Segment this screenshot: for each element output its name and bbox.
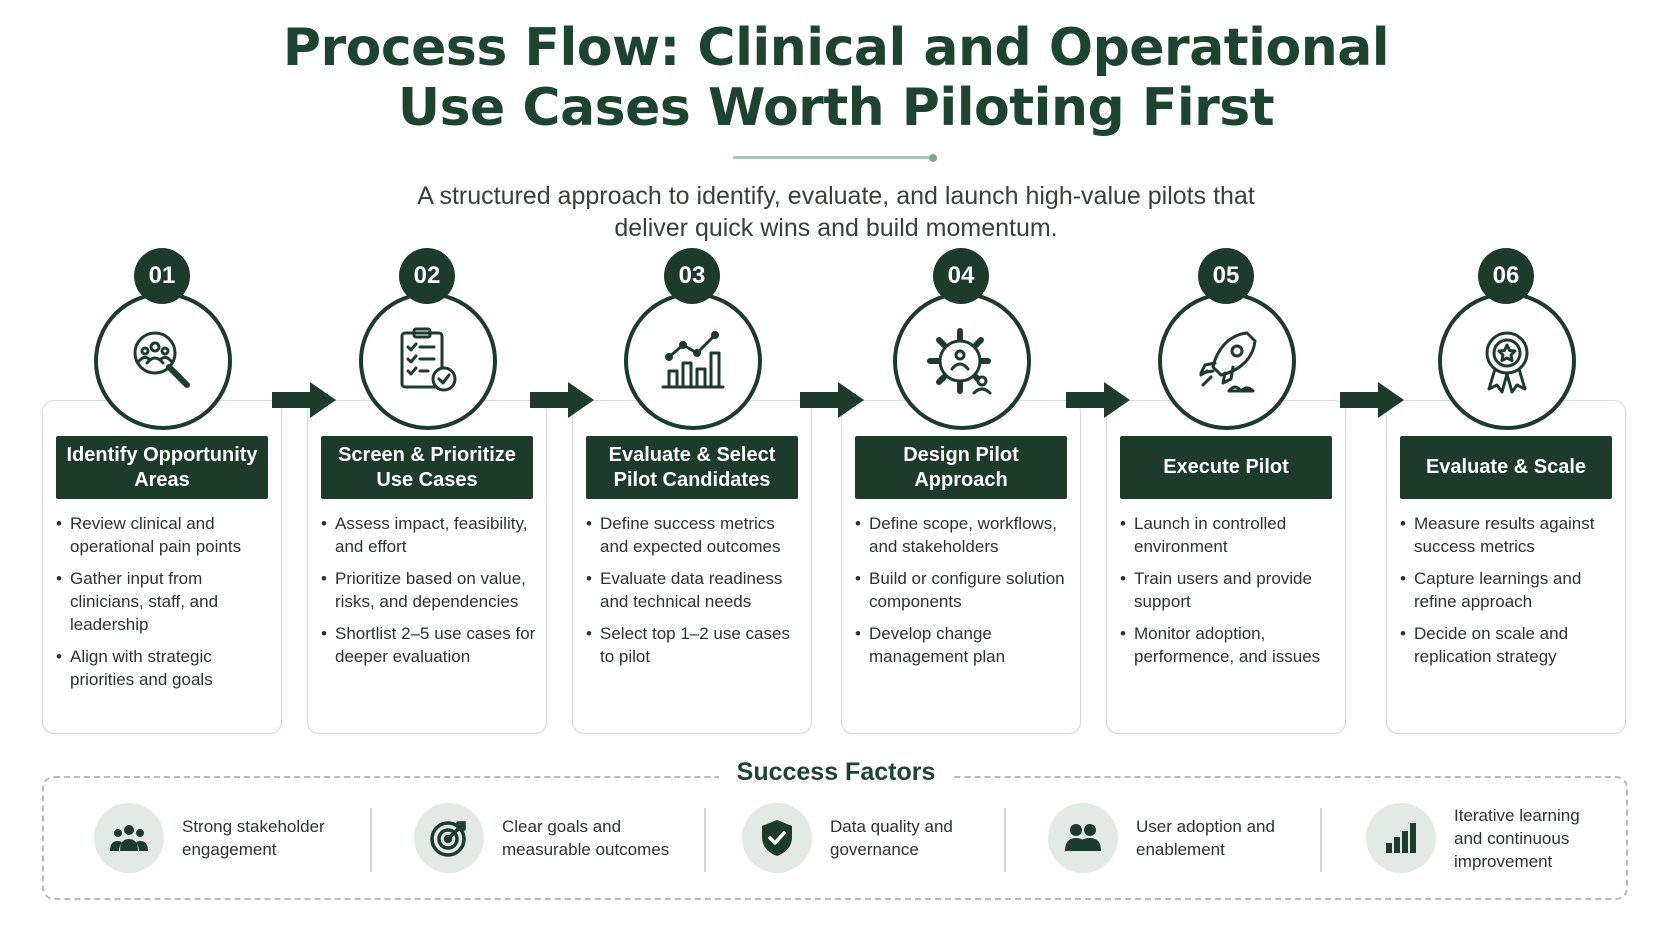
award-icon (1485, 331, 1529, 394)
step-title: Identify Opportunity Areas (56, 436, 268, 499)
step-card-5: 05 Execute Pilot Launch in controlled en… (1106, 248, 1346, 734)
rocket-icon (1199, 331, 1257, 393)
checklist-icon (400, 327, 457, 392)
step-bullet: Train users and provide support (1120, 567, 1338, 613)
step-bullet: Gather input from clinicians, staff, and… (56, 567, 274, 636)
success-factor-item: Iterative learning and continuous improv… (1366, 802, 1604, 874)
flow-arrow-icon (800, 382, 864, 418)
flow-arrow-icon (272, 382, 336, 418)
step-number-badge: 05 (1198, 248, 1254, 304)
flow-arrow-icon (1340, 382, 1404, 418)
step-bullet: Define success metrics and expected outc… (586, 512, 804, 558)
step-bullets: Define scope, workflows, and stakeholder… (855, 512, 1073, 677)
step-card-1: 01 Identify Opportunity Areas Review cli… (42, 248, 282, 734)
step-bullet: Define scope, workflows, and stakeholder… (855, 512, 1073, 558)
step-number-badge: 01 (134, 248, 190, 304)
page-subtitle: A structured approach to identify, evalu… (0, 180, 1672, 244)
step-bullet: Evaluate data readiness and technical ne… (586, 567, 804, 613)
step-title: Design Pilot Approach (855, 436, 1067, 499)
flow-arrow-icon (1066, 382, 1130, 418)
step-bullets: Review clinical and operational pain poi… (56, 512, 274, 700)
step-bullet: Align with strategic priorities and goal… (56, 645, 274, 691)
success-factor-text: Clear goals and measurable outcomes (502, 817, 670, 859)
bar-chart-icon (1386, 823, 1416, 853)
divider (370, 808, 372, 872)
step-number-badge: 04 (933, 248, 989, 304)
divider (1004, 808, 1006, 872)
step-number-badge: 03 (664, 248, 720, 304)
success-factor-icon-circle (94, 803, 164, 873)
step-bullet: Select top 1–2 use cases to pilot (586, 622, 804, 668)
subtitle-line-1: A structured approach to identify, evalu… (417, 182, 1255, 210)
step-title: Screen & Prioritize Use Cases (321, 436, 533, 499)
step-bullet: Launch in controlled environment (1120, 512, 1338, 558)
step-number-badge: 06 (1478, 248, 1534, 304)
title-line-2: Use Cases Worth Piloting First (397, 78, 1275, 138)
target-icon (430, 821, 466, 857)
chart-icon (661, 331, 725, 389)
page-title: Process Flow: Clinical and Operational U… (0, 18, 1672, 138)
step-title: Evaluate & Select Pilot Candidates (586, 436, 798, 499)
success-factor-text: Strong stakeholder engagement (182, 817, 325, 859)
step-icon-circle (1158, 292, 1296, 430)
step-bullets: Measure results against success metrics … (1400, 512, 1618, 677)
step-bullet: Shortlist 2–5 use cases for deeper evalu… (321, 622, 539, 668)
title-divider-dot (929, 153, 937, 162)
step-bullet: Monitor adoption, performence, and issue… (1120, 622, 1338, 668)
people-icon (110, 825, 148, 851)
step-icon-circle (359, 292, 497, 430)
success-factors-title-text: Success Factors (718, 758, 954, 786)
step-icon-circle (624, 292, 762, 430)
success-factor-icon-circle (742, 803, 812, 873)
success-factor-item: User adoption and enablement (1048, 802, 1326, 874)
success-factor-icon-circle (414, 803, 484, 873)
step-bullet: Prioritize based on value, risks, and de… (321, 567, 539, 613)
flow-arrow-icon (530, 382, 594, 418)
step-bullets: Launch in controlled environment Train u… (1120, 512, 1338, 677)
divider (1320, 808, 1322, 872)
title-line-1: Process Flow: Clinical and Operational (282, 18, 1390, 78)
success-factor-item: Data quality and governance (742, 802, 1020, 874)
step-bullets: Define success metrics and expected outc… (586, 512, 804, 677)
subtitle-line-2: deliver quick wins and build momentum. (614, 214, 1058, 242)
step-bullet: Build or configure solution components (855, 567, 1073, 613)
title-divider (733, 153, 937, 162)
step-bullet: Develop change management plan (855, 622, 1073, 668)
success-factor-icon-circle (1048, 803, 1118, 873)
step-bullet: Measure results against success metrics (1400, 512, 1618, 558)
step-title: Evaluate & Scale (1400, 436, 1612, 499)
success-factor-item: Strong stakeholder engagement (94, 802, 372, 874)
success-factor-text: Iterative learning and continuous improv… (1454, 805, 1580, 871)
step-card-3: 03 Evaluate & Select Pilot Candidates De… (572, 248, 812, 734)
step-bullet: Review clinical and operational pain poi… (56, 512, 274, 558)
step-bullet: Capture learnings and refine approach (1400, 567, 1618, 613)
step-number-badge: 02 (399, 248, 455, 304)
step-icon-circle (94, 292, 232, 430)
success-factor-icon-circle (1366, 803, 1436, 873)
success-factor-item: Clear goals and measurable outcomes (414, 802, 692, 874)
step-title: Execute Pilot (1120, 436, 1332, 499)
success-factor-text: User adoption and enablement (1136, 817, 1275, 859)
step-card-6: 06 Evaluate & Scale Measure results agai… (1386, 248, 1626, 734)
success-factors-title: Success Factors (0, 757, 1672, 787)
success-factor-text: Data quality and governance (830, 817, 953, 859)
step-bullet: Decide on scale and replication strategy (1400, 622, 1618, 668)
users-icon (1065, 824, 1101, 851)
divider (704, 808, 706, 872)
gear-team-icon (927, 328, 992, 395)
step-bullets: Assess impact, feasibility, and effort P… (321, 512, 539, 677)
step-bullet: Assess impact, feasibility, and effort (321, 512, 539, 558)
step-icon-circle (1438, 292, 1576, 430)
step-card-4: 04 Design Pilot Approach Define scope, w… (841, 248, 1081, 734)
step-card-2: 02 Screen & Prioritize Use Cases Assess … (307, 248, 547, 734)
search-people-icon (133, 331, 190, 388)
shield-check-icon (762, 820, 792, 856)
step-icon-circle (893, 292, 1031, 430)
